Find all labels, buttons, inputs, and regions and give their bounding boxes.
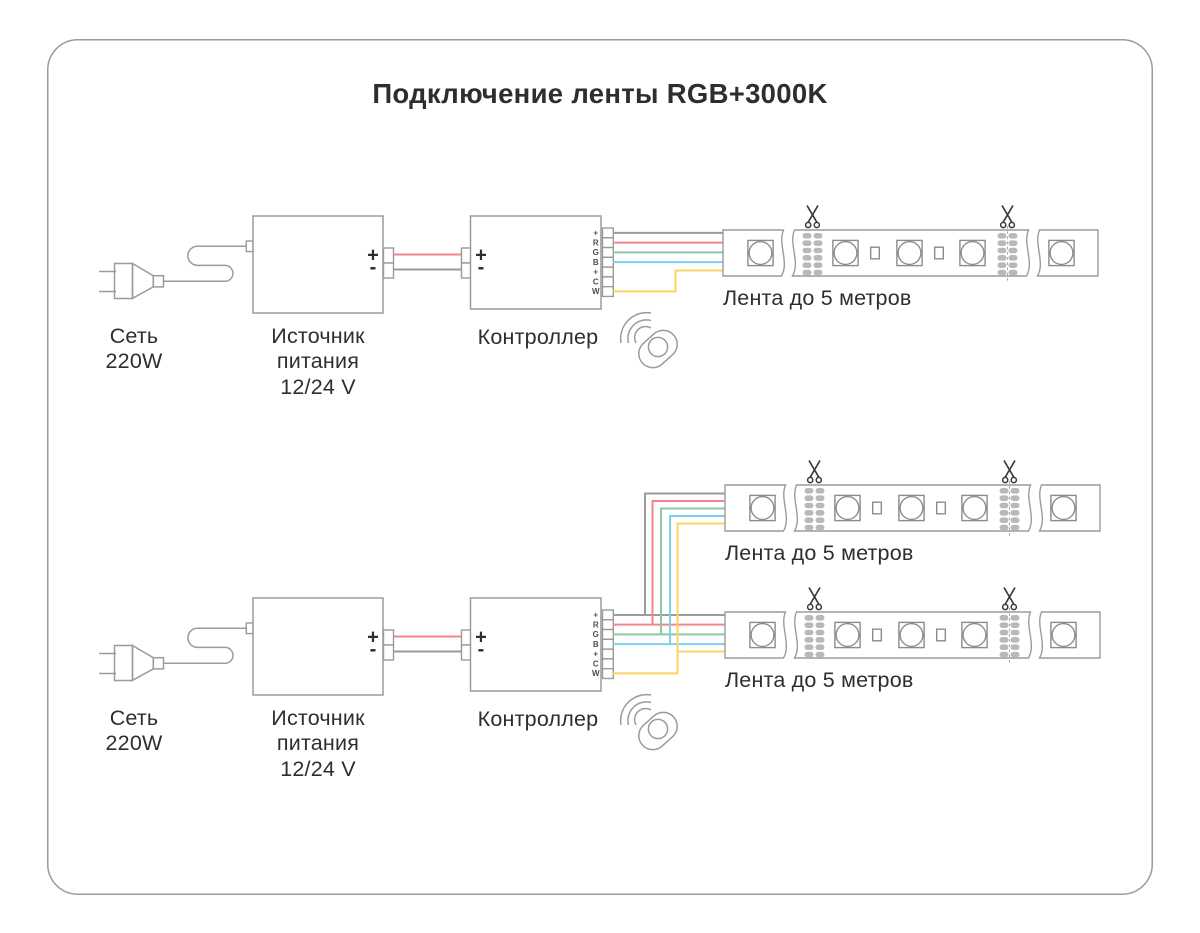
strip-label-3: Лента до 5 метров bbox=[725, 668, 914, 692]
page-title: Подключение ленты RGB+3000K bbox=[372, 78, 827, 109]
wire-warm-white bbox=[613, 269, 724, 293]
bottom-strip-wires bbox=[613, 492, 727, 675]
top-assembly bbox=[99, 216, 683, 399]
strip-label-2: Лента до 5 метров bbox=[725, 541, 914, 565]
wire-warm-white bbox=[613, 522, 727, 675]
top-strip-wires bbox=[613, 231, 724, 293]
wire-blue bbox=[613, 515, 727, 646]
led-strip-2 bbox=[725, 461, 1100, 537]
led-strip-3 bbox=[725, 588, 1100, 664]
bottom-assembly bbox=[99, 598, 683, 781]
led-strip-1 bbox=[723, 206, 1098, 282]
strip-label-1: Лента до 5 метров bbox=[723, 286, 912, 310]
diagram-border bbox=[47, 39, 1153, 895]
